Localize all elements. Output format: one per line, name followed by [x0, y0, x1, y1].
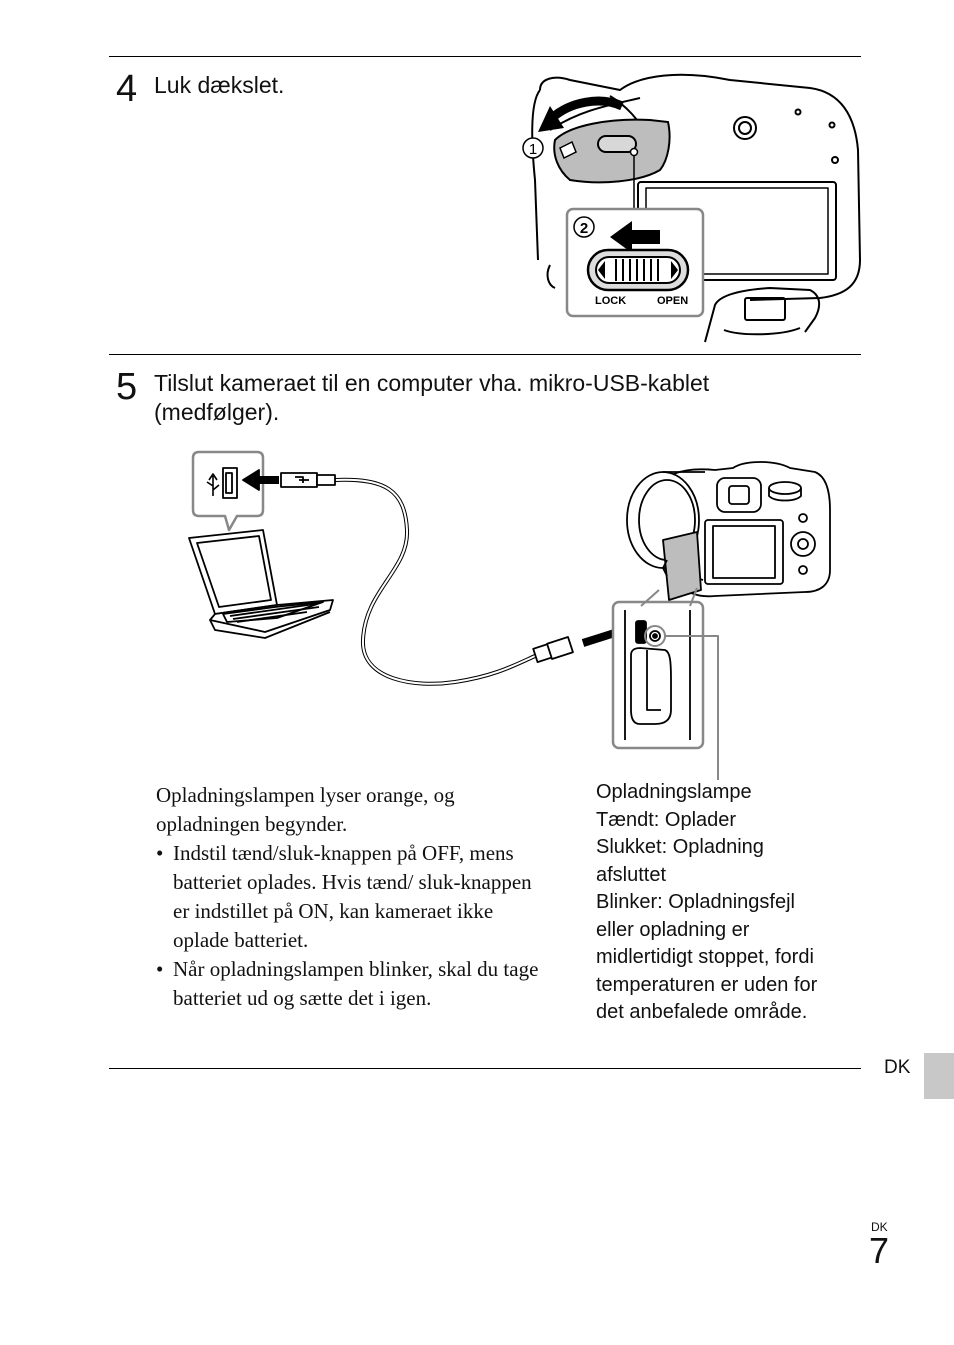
lamp-line: midlertidigt stoppet, fordi [596, 946, 814, 968]
switch-open-label: OPEN [657, 295, 688, 307]
callout-2: 2 [580, 220, 588, 237]
charging-bullets: Indstil tænd/sluk-knappen på OFF, mens b… [156, 839, 546, 1013]
bottom-rule [109, 1068, 861, 1069]
switch-lock-label: LOCK [595, 295, 626, 307]
step-4-number: 4 [116, 68, 138, 110]
charging-lamp-legend: Opladningslampe Tændt: Oplader Slukket: … [596, 779, 866, 1027]
lamp-title: Opladningslampe [596, 781, 752, 803]
charging-intro: Opladningslampen lyser orange, og opladn… [156, 783, 455, 836]
step-5-number: 5 [116, 366, 138, 408]
top-rule [109, 56, 861, 57]
step-5-title-line2: (medfølger). [154, 399, 280, 425]
usb-connection-illustration [188, 450, 831, 780]
lamp-line: afsluttet [596, 863, 667, 886]
lamp-line: Slukket: Opladning [596, 836, 764, 858]
lamp-line: Tændt: Oplader [596, 808, 737, 831]
charging-notes: Opladningslampen lyser orange, og opladn… [156, 781, 546, 1013]
camera-cover-illustration: 1 2 LOCK OPEN [522, 73, 861, 343]
side-tab-label: DK [884, 1057, 911, 1078]
section-divider [109, 354, 861, 355]
callout-1: 1 [529, 141, 537, 158]
page-lang-code: DK [871, 1220, 888, 1234]
lamp-line: temperaturen er uden for [596, 973, 818, 996]
page-number: 7 [869, 1230, 890, 1271]
bullet-power-off: Indstil tænd/sluk-knappen på OFF, mens b… [156, 839, 546, 955]
step-4-title: Luk dækslet. [154, 72, 285, 98]
bullet-lamp-blinks: Når opladningslampen blinker, skal du ta… [156, 955, 546, 1013]
lamp-line: det anbefalede område. [596, 1001, 808, 1023]
lamp-line: Blinker: Opladningsfejl [596, 891, 795, 913]
step-5-title-line1: Tilslut kameraet til en computer vha. mi… [154, 370, 710, 396]
lamp-line: eller opladning er [596, 918, 750, 941]
side-tab-marker [924, 1053, 954, 1099]
